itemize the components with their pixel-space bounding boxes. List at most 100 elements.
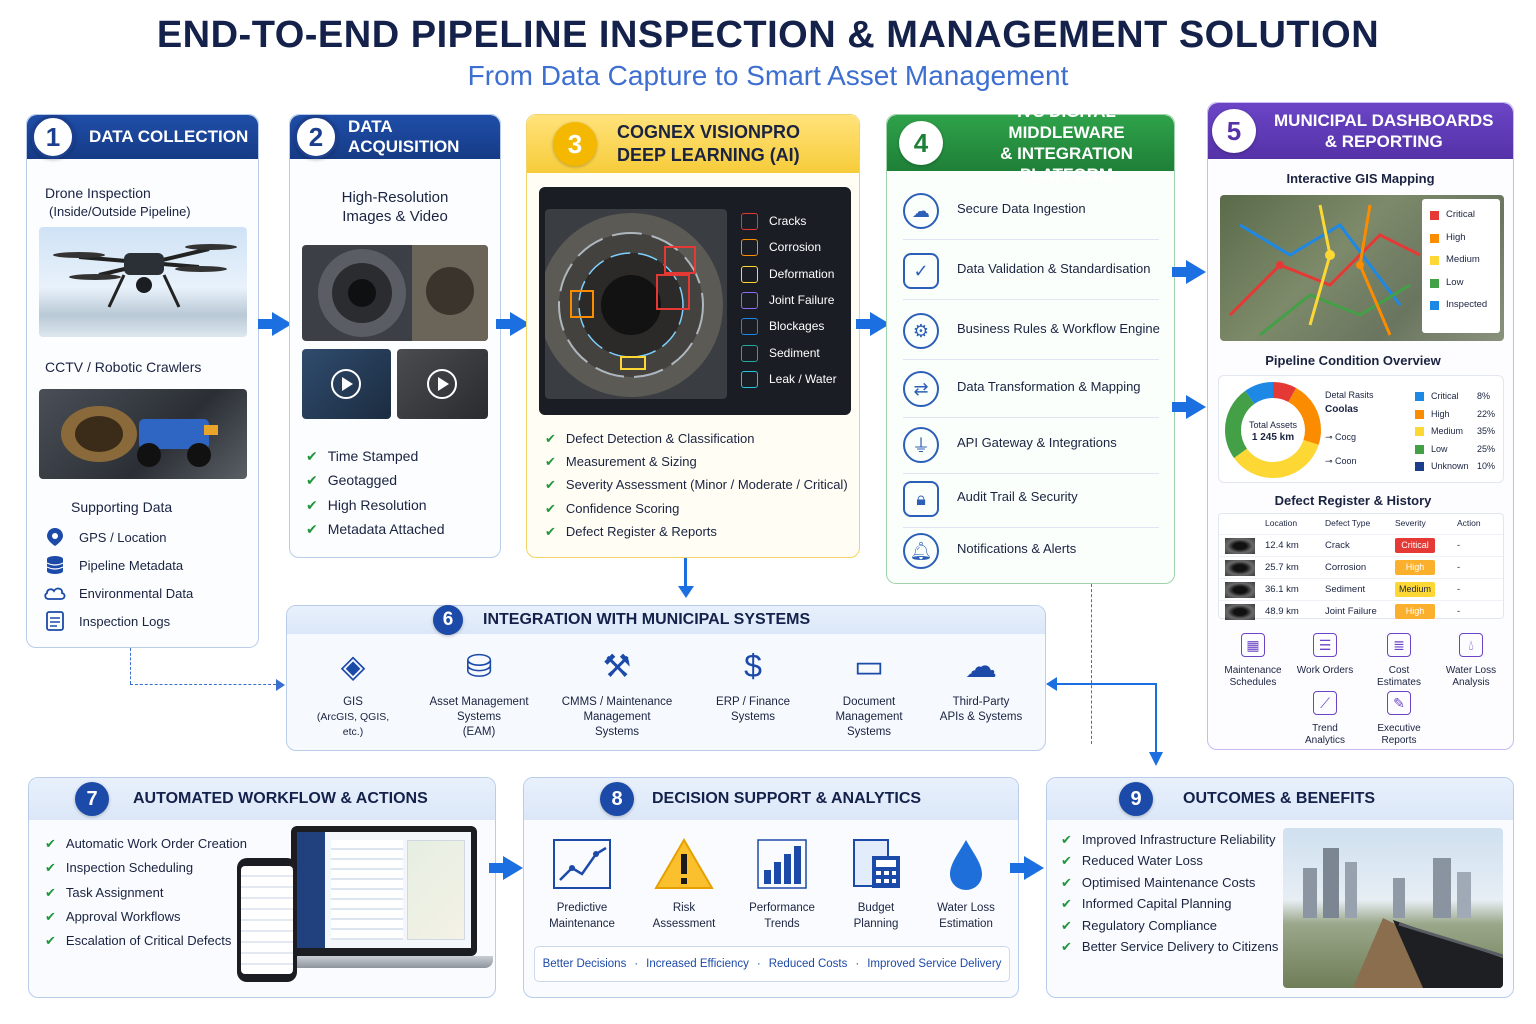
tile-label: Estimates	[1377, 677, 1421, 688]
system-label: Document	[842, 696, 896, 708]
system-label: Management	[835, 711, 903, 723]
separator-dot: ·	[634, 958, 639, 970]
defect-icon	[741, 239, 758, 257]
report-icon: ✎	[1387, 691, 1411, 715]
legend-swatch	[1430, 211, 1439, 220]
finance-chart-icon: $	[744, 648, 762, 684]
play-icon[interactable]	[397, 349, 488, 419]
panel-header: 1 DATA COLLECTION	[27, 115, 258, 159]
legend-label: Low	[1431, 443, 1448, 454]
action-cell[interactable]: -	[1457, 540, 1461, 551]
tile-label: Reports	[1381, 735, 1417, 746]
tile-label: Work Orders	[1296, 665, 1354, 676]
tile-label: Maintenance	[1224, 665, 1282, 676]
separator-dot: ·	[855, 958, 860, 970]
flow-arrow-icon	[856, 312, 890, 336]
check-item: High Resolution	[306, 497, 427, 514]
panel-title: DATA COLLECTION	[89, 127, 249, 146]
middleware-item: Data Transformation & Mapping	[957, 379, 1141, 394]
document-icon	[46, 611, 64, 636]
legend-label: Low	[1446, 276, 1464, 288]
play-icon[interactable]	[302, 349, 391, 419]
decision-label: Performance	[749, 902, 815, 914]
check-item: Confidence Scoring	[545, 501, 679, 517]
defect-thumbnail	[1225, 582, 1255, 598]
decision-label: Trends	[764, 918, 800, 930]
crawler-photo	[39, 389, 247, 479]
defect-type-cell: Corrosion	[1325, 562, 1367, 573]
legend-label: Critical	[1446, 209, 1476, 220]
tile-label: Analysis	[1452, 677, 1490, 688]
clipboard-icon: ☰	[1313, 633, 1337, 657]
tools-wrench-icon: ⚒	[602, 648, 632, 684]
legend-swatch	[1430, 301, 1439, 310]
defect-icon	[741, 370, 758, 388]
shield-check-icon: ✓	[903, 253, 939, 289]
dashed-connector	[130, 648, 131, 684]
warning-triangle-icon	[654, 838, 714, 890]
laptop-mockup	[291, 826, 477, 956]
pipeline-network-map	[1228, 204, 1421, 337]
drone-label: Drone Inspection	[45, 185, 151, 201]
drone-sublabel: (Inside/Outside Pipeline)	[49, 204, 191, 219]
condition-card: Total Assets 1 245 km Detal Rasits Coola…	[1218, 375, 1504, 483]
gear-icon: ⚙	[903, 313, 939, 349]
defect-thumbnail	[1225, 604, 1255, 620]
register-title: Defect Register & History	[1274, 493, 1432, 508]
legend-label: High	[1446, 231, 1466, 243]
mini-row-label: Cocg	[1335, 432, 1357, 442]
step-number: 7	[75, 782, 109, 816]
action-cell[interactable]: -	[1457, 584, 1461, 595]
drone-photo	[39, 227, 247, 337]
hires-label: Images & Video	[342, 208, 448, 225]
defect-icon	[741, 265, 758, 283]
flow-arrow-icon	[489, 856, 523, 880]
donut-slice	[1225, 382, 1321, 478]
mini-heading: Coolas	[1325, 404, 1359, 415]
toggle-icon: ⊸	[1325, 456, 1336, 466]
legend-value: 10%	[1477, 461, 1496, 471]
divider	[903, 527, 1159, 528]
flow-line	[1155, 683, 1157, 753]
donut-slice	[1225, 382, 1321, 478]
gis-layers-icon: ◈	[340, 648, 366, 684]
action-cell[interactable]: -	[1457, 606, 1461, 617]
water-drop-icon	[936, 838, 996, 890]
video-thumbnail[interactable]	[302, 349, 391, 419]
legend-value: 25%	[1477, 443, 1496, 454]
panel-title: COGNEX VISIONPRO	[617, 122, 801, 142]
panel-automated-workflow: 7 AUTOMATED WORKFLOW & ACTIONS Automatic…	[28, 777, 496, 998]
decision-label: Planning	[853, 918, 899, 930]
budget-calculator-icon	[846, 838, 906, 890]
video-thumbnail[interactable]	[397, 349, 488, 419]
panel-outcomes: 9 OUTCOMES & BENEFITS Improved Infrastru…	[1046, 777, 1514, 998]
tile-label: Water Loss	[1445, 665, 1497, 676]
defect-label: Corrosion	[769, 240, 822, 255]
panel-title: DECISION SUPPORT & ANALYTICS	[652, 790, 922, 807]
legend-label: Medium	[1446, 254, 1480, 265]
hires-label: High-Resolution	[341, 189, 449, 206]
dashed-connector	[130, 684, 276, 685]
dashboard-tile[interactable]: ☰ Work Orders	[1288, 633, 1362, 687]
middleware-item: Data Validation & Standardisation	[957, 261, 1151, 276]
swap-arrows-icon: ⇄	[903, 371, 939, 407]
check-item: Geotagged	[306, 472, 397, 489]
action-cell[interactable]: -	[1457, 562, 1461, 573]
folder-icon: ▭	[853, 648, 885, 684]
panel-decision-support: 8 DECISION SUPPORT & ANALYTICS Predictiv…	[523, 777, 1019, 998]
supporting-data-title: Supporting Data	[71, 499, 173, 515]
overview-title: Pipeline Condition Overview	[1265, 353, 1441, 368]
defect-label: Leak / Water	[769, 371, 837, 386]
